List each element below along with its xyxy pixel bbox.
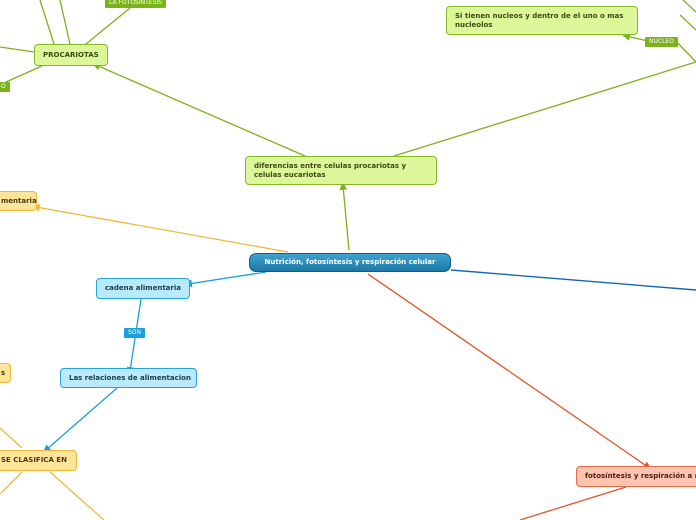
connector-central-right	[450, 269, 696, 291]
node-central-label: Nutrición, fotosíntesis y respiración ce…	[264, 258, 436, 266]
connector-nucleo-right	[679, 14, 696, 31]
node-diferencias-label: diferencias entre celulas procariotas y …	[254, 161, 407, 179]
connector-clasifica-left-up	[0, 427, 23, 449]
connector-central-diferencias	[339, 182, 350, 251]
connector-relaciones-clasifica	[43, 387, 118, 453]
tag-son: SON	[124, 328, 146, 338]
tag-left-edge: O	[0, 82, 10, 92]
connector-central-fotosintesis	[367, 273, 652, 470]
node-cadena-label: cadena alimentaria	[105, 284, 181, 292]
node-clasifica[interactable]: SE CLASIFICA EN	[0, 450, 77, 471]
node-fotosintesis-label: fotosíntesis y respiración a n	[585, 472, 696, 480]
connector-fotosintesis-down	[519, 486, 627, 520]
connector-procariotas-top1	[39, 0, 55, 45]
connector-diferencias-right	[393, 61, 696, 157]
node-procariotas[interactable]: PROCARIOTAS	[34, 44, 108, 66]
node-clasifica-label: SE CLASIFICA EN	[1, 456, 67, 464]
connector-top-right	[682, 0, 696, 13]
node-alimentaria-left[interactable]: mentaria	[0, 191, 37, 211]
connector-central-alimentaria	[32, 203, 289, 253]
connector-nucleo-nucleos	[622, 33, 649, 42]
node-relaciones-label: Las relaciones de alimentacion	[69, 373, 191, 382]
node-nucleos[interactable]: Si tienen nucleos y dentro de el uno o m…	[446, 6, 638, 35]
connector-procariotas-leftdown	[5, 65, 43, 83]
node-nucleos-label: Si tienen nucleos y dentro de el uno o m…	[455, 11, 624, 29]
connector-diferencias-procariotas	[92, 62, 306, 157]
node-central[interactable]: Nutrición, fotosíntesis y respiración ce…	[249, 253, 451, 272]
connector-clasifica-right-down	[49, 471, 105, 520]
connector-procariotas-top2	[59, 0, 71, 45]
node-fotosintesis[interactable]: fotosíntesis y respiración a n	[576, 466, 696, 487]
node-s-left-label: s	[1, 368, 6, 377]
connector-clasifica-left-down	[0, 471, 23, 495]
node-relaciones[interactable]: Las relaciones de alimentacion	[60, 368, 197, 388]
node-procariotas-label: PROCARIOTAS	[43, 50, 99, 59]
tag-fotosintesis: LA FOTOSINTESIS	[105, 0, 166, 8]
node-alimentaria-left-label: mentaria	[1, 196, 37, 205]
node-diferencias[interactable]: diferencias entre celulas procariotas y …	[245, 156, 437, 185]
connector-procariotas-left	[0, 46, 35, 53]
connector-central-cadena	[184, 271, 267, 288]
node-cadena[interactable]: cadena alimentaria	[96, 278, 190, 299]
node-s-left[interactable]: s	[0, 363, 11, 383]
tag-nucleo: NUCLEO	[645, 37, 678, 47]
connector-procariotas-tag	[85, 7, 131, 45]
